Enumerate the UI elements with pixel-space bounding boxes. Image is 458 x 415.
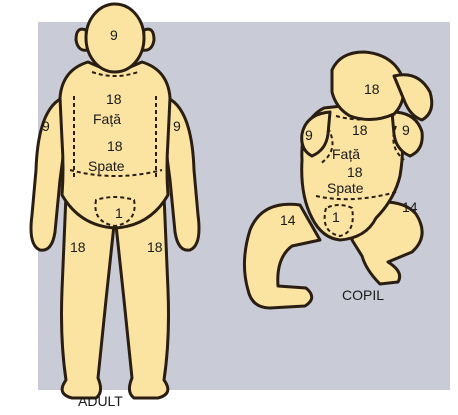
- child-left-leg-value: 14: [280, 212, 296, 228]
- child-front-label: Față: [332, 146, 360, 162]
- adult-back-value: 18: [107, 138, 123, 154]
- child-caption: COPIL: [342, 287, 384, 303]
- child-left-arm-value: 9: [305, 127, 313, 143]
- child-right-arm-value: 9: [402, 122, 410, 138]
- adult-groin-value: 1: [115, 205, 123, 221]
- adult-left-leg-value: 18: [70, 239, 86, 255]
- child-back-label: Spate: [327, 180, 364, 196]
- child-groin-value: 1: [332, 209, 340, 225]
- child-back-value: 18: [347, 164, 363, 180]
- adult-front-label: Față: [93, 111, 121, 127]
- adult-head-value: 9: [110, 27, 118, 43]
- child-right-leg-value: 14: [402, 199, 418, 215]
- child-head-value: 18: [364, 81, 380, 97]
- adult-caption: ADULT: [78, 393, 123, 409]
- adult-back-label: Spate: [88, 158, 125, 174]
- child-chest-value: 18: [352, 122, 368, 138]
- adult-right-arm-value: 9: [173, 118, 181, 134]
- adult-chest-value: 18: [106, 91, 122, 107]
- adult-right-leg-value: 18: [147, 239, 163, 255]
- adult-left-arm-value: 9: [42, 118, 50, 134]
